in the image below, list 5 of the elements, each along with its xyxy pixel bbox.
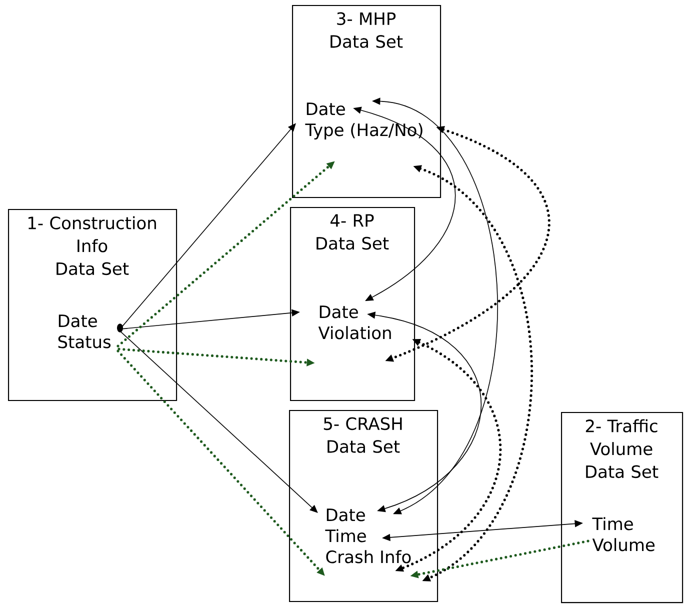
arrow bbox=[120, 123, 296, 330]
data-set-box: 2- Traffic Volume Data Set Time Volume bbox=[561, 412, 684, 604]
data-set-box: 1- Construction Info Data Set Date Status bbox=[8, 209, 178, 402]
data-set-box: 5- CRASH Data Set Date Time Crash Info bbox=[289, 410, 438, 602]
data-set-box: 4- RP Data Set Date Violation bbox=[290, 207, 416, 402]
